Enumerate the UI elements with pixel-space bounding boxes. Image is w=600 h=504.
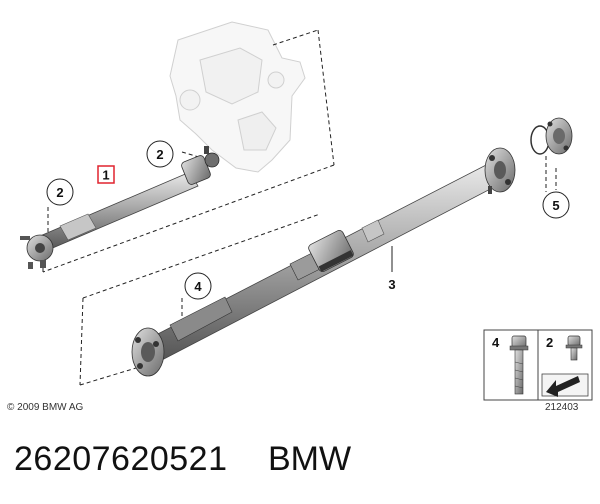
callout-4[interactable]: 4 [184, 272, 212, 300]
legend-screw-number: 2 [546, 335, 553, 350]
front-joint [20, 234, 54, 269]
callout-2-top[interactable]: 2 [146, 140, 174, 168]
callout-2-left-label: 2 [56, 185, 63, 200]
diagram-id: 212403 [545, 402, 579, 413]
hardware-legend-box: 4 2 [483, 329, 593, 401]
callout-5-label: 5 [552, 198, 559, 213]
part-number: 26207620521 [14, 440, 228, 478]
brand-name: BMW [268, 440, 352, 478]
callout-2-left[interactable]: 2 [46, 178, 74, 206]
callout-5[interactable]: 5 [542, 191, 570, 219]
callout-1[interactable]: 1 [97, 165, 115, 184]
bolt-icon [509, 335, 529, 395]
front-flex-disc [131, 327, 165, 377]
transfer-case-ghost [169, 21, 306, 173]
legend-bolt-number: 4 [492, 335, 500, 350]
insertion-hint-icon [541, 373, 589, 397]
callout-2-top-label: 2 [156, 147, 163, 162]
rear-flex-disc [484, 147, 516, 194]
callout-3[interactable]: 3 [388, 246, 396, 292]
callout-3-label: 3 [388, 277, 395, 292]
callout-4-label: 4 [194, 279, 202, 294]
copyright-text: © 2009 BMW AG [7, 402, 84, 413]
center-bearing [308, 229, 354, 273]
front-drive-shaft [20, 146, 220, 269]
rear-joint [181, 146, 220, 185]
rear-drive-shaft [131, 147, 516, 377]
output-flange [530, 117, 573, 155]
callout-1-label: 1 [102, 168, 109, 183]
screw-icon [565, 335, 583, 361]
